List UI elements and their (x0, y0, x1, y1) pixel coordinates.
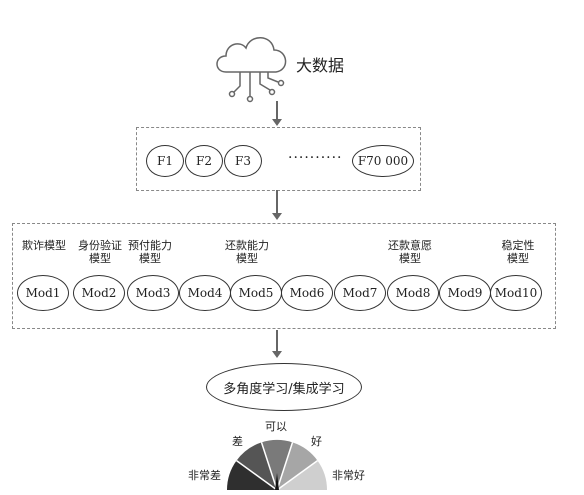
feature-f3: F3 (224, 145, 262, 177)
arrow-cloud-to-features (272, 101, 282, 126)
feature-f70000: F70 000 (352, 145, 414, 177)
gauge-needle (275, 473, 279, 490)
model-mod5: Mod5 (230, 275, 282, 311)
rating-gauge (226, 439, 328, 491)
arrow-features-to-models (272, 190, 282, 220)
model-mod1: Mod1 (17, 275, 69, 311)
arrow-models-to-ensemble (272, 330, 282, 358)
gauge-label-very-good: 非常好 (332, 469, 365, 482)
label-fraud-model: 欺诈模型 (22, 239, 66, 252)
model-mod2: Mod2 (73, 275, 125, 311)
model-mod4: Mod4 (179, 275, 231, 311)
gauge-label-bad: 差 (232, 435, 243, 448)
ensemble-learning-node: 多角度学习/集成学习 (206, 363, 362, 411)
label-stability-model: 稳定性 模型 (501, 239, 535, 265)
model-mod9: Mod9 (439, 275, 491, 311)
model-mod3: Mod3 (127, 275, 179, 311)
cloud-network-icon (216, 37, 287, 103)
label-repay-ability-model: 还款能力 模型 (225, 239, 269, 265)
label-identity-model: 身份验证 模型 (78, 239, 122, 265)
label-repay-willingness-model: 还款意愿 模型 (388, 239, 432, 265)
model-mod7: Mod7 (334, 275, 386, 311)
feature-f2: F2 (185, 145, 223, 177)
gauge-label-ok: 可以 (265, 420, 287, 433)
gauge-label-good: 好 (311, 435, 322, 448)
models-box (12, 223, 556, 329)
model-mod6: Mod6 (281, 275, 333, 311)
features-box (136, 127, 421, 191)
model-mod8: Mod8 (387, 275, 439, 311)
label-prepay-model: 预付能力 模型 (128, 239, 172, 265)
big-data-title: 大数据 (296, 56, 345, 75)
feature-ellipsis: ·········· (288, 150, 343, 166)
gauge-label-very-bad: 非常差 (188, 469, 221, 482)
model-mod10: Mod10 (490, 275, 542, 311)
feature-f1: F1 (146, 145, 184, 177)
